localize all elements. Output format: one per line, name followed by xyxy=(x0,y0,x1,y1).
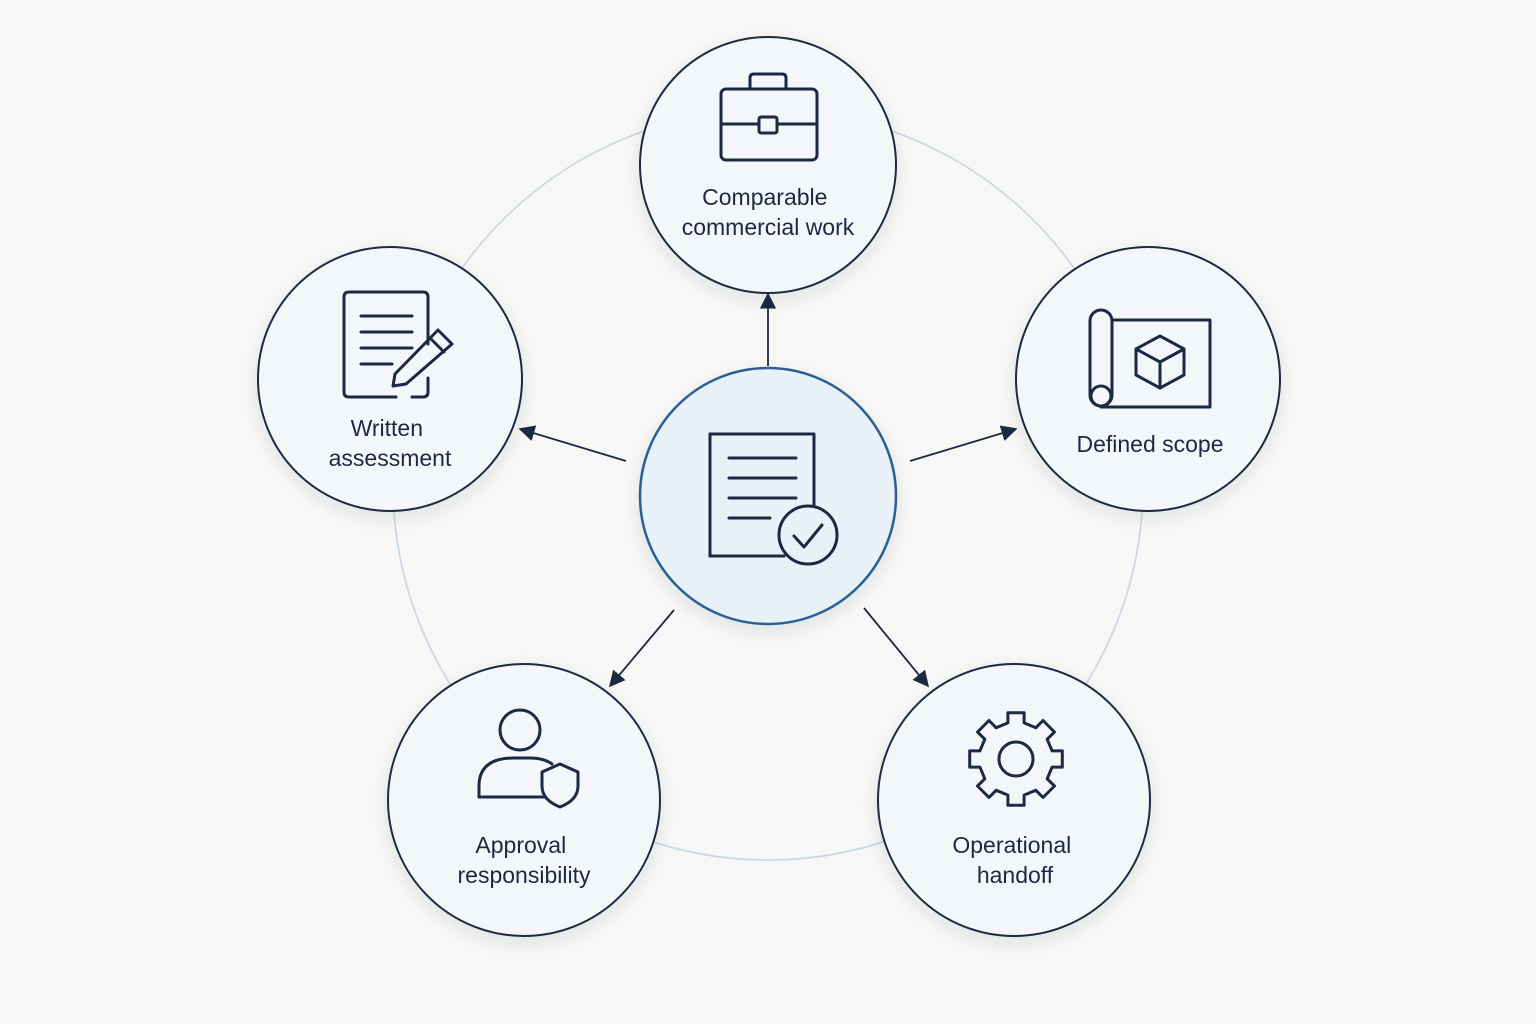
label-line: Comparable xyxy=(702,184,827,210)
node-circle xyxy=(387,663,661,937)
arrow-to-assessment xyxy=(518,425,627,462)
node-circle xyxy=(877,663,1151,937)
node-label: Operational handoff xyxy=(952,832,1077,888)
node-label: Written assessment xyxy=(329,415,452,471)
arrow-to-scope xyxy=(909,425,1018,462)
node-operational-handoff: Operational handoff xyxy=(877,663,1151,937)
node-label: Comparable commercial work xyxy=(682,184,855,240)
node-written-assessment: Written assessment xyxy=(257,246,523,512)
arrow-to-handoff xyxy=(863,607,930,688)
arrow-to-approval xyxy=(608,609,675,688)
label-line: Operational xyxy=(952,832,1071,858)
center-circle xyxy=(638,366,898,626)
label-line: Written xyxy=(351,415,423,441)
node-approval-responsibility: Approval responsibility xyxy=(387,663,661,937)
node-comparable-commercial-work: Comparable commercial work xyxy=(639,36,897,294)
connector-arrows xyxy=(518,292,1018,688)
node-label: Defined scope xyxy=(1076,431,1223,457)
center-node xyxy=(638,366,898,626)
node-circle xyxy=(1015,246,1281,512)
gear-icon xyxy=(968,711,1064,807)
blueprint-cube-icon xyxy=(1088,308,1212,409)
label-line: Approval xyxy=(475,832,566,858)
document-check-icon xyxy=(708,432,839,566)
node-circle xyxy=(257,246,523,512)
user-shield-icon xyxy=(477,708,580,809)
document-pencil-icon xyxy=(342,290,454,399)
node-label: Approval responsibility xyxy=(458,832,591,888)
label-line: Defined scope xyxy=(1076,431,1223,457)
label-line: assessment xyxy=(329,445,452,471)
node-circle xyxy=(639,36,897,294)
label-line: handoff xyxy=(977,862,1054,888)
label-line: responsibility xyxy=(458,862,591,888)
briefcase-icon xyxy=(719,72,819,162)
node-defined-scope: Defined scope xyxy=(1015,246,1281,512)
label-line: commercial work xyxy=(682,214,855,240)
